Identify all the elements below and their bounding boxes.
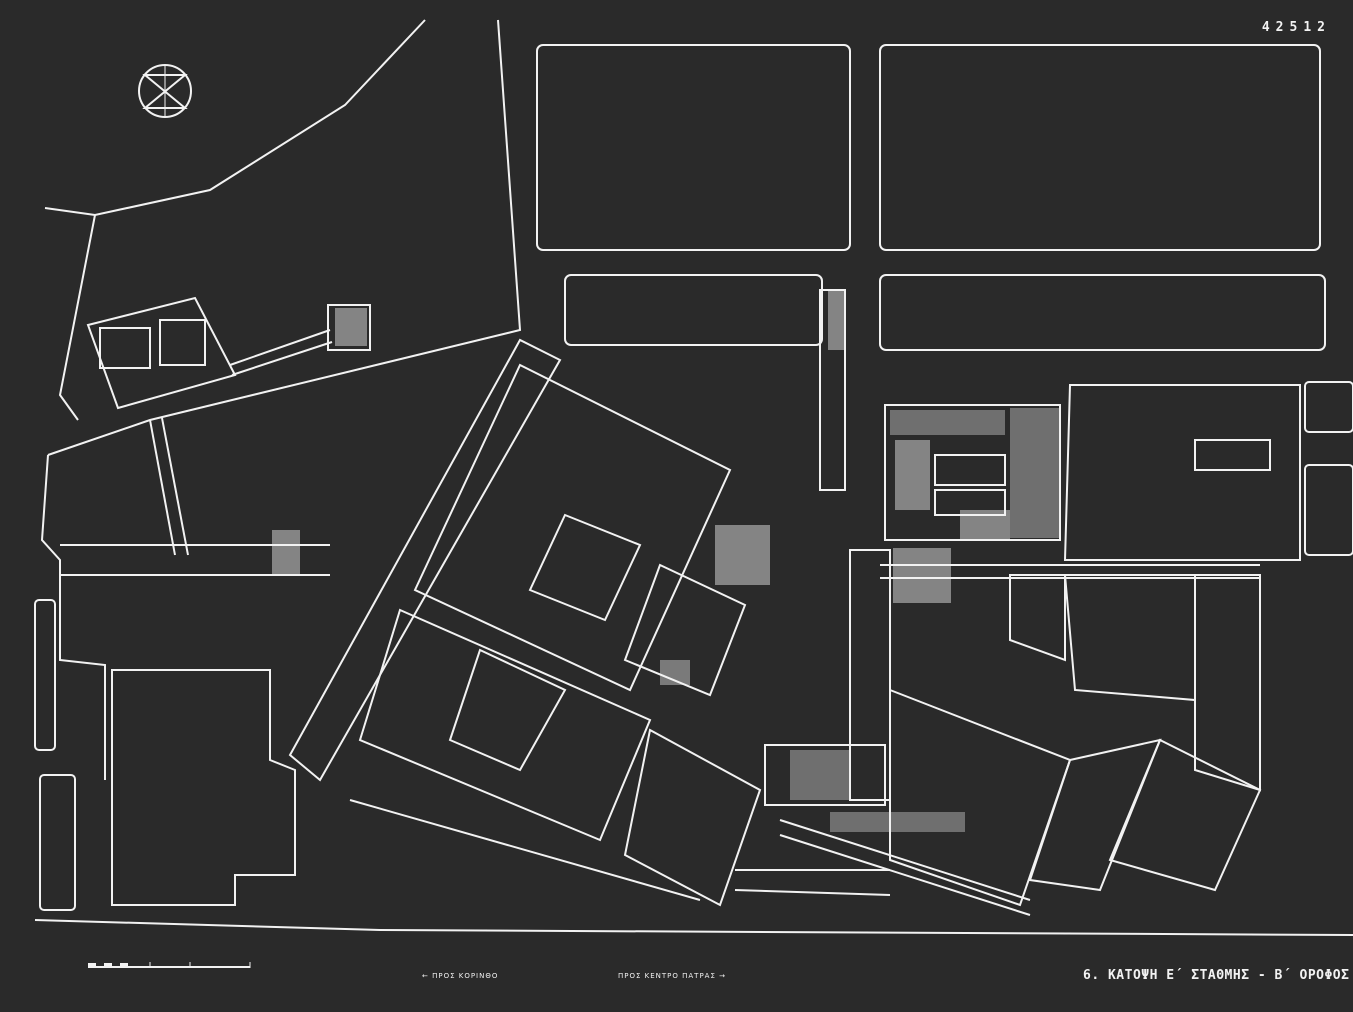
north-arrow-icon [138,64,192,118]
scale-bar [88,962,251,968]
direction-to-corinth: ← ΠΡΟΣ ΚΟΡΙΝΘΟ [422,972,499,980]
sheet-number: 42512 [1261,20,1331,35]
sheet-title: 6. ΚΑΤΟΨΗ Ε΄ ΣΤΑΘΜΗΣ - Β΄ ΟΡΟΦΟΣ [1083,968,1350,983]
main-complex [288,338,1031,916]
site-boundary [40,19,522,780]
south-west-block [34,544,1353,936]
annex-building [86,296,371,556]
direction-to-patras-center: ΠΡΟΣ ΚΕΝΤΡΟ ΠΑΤΡΑΣ → [618,972,726,980]
east-complex [764,289,1301,907]
hatched-areas [272,290,1060,832]
street-blocks [536,44,1353,556]
